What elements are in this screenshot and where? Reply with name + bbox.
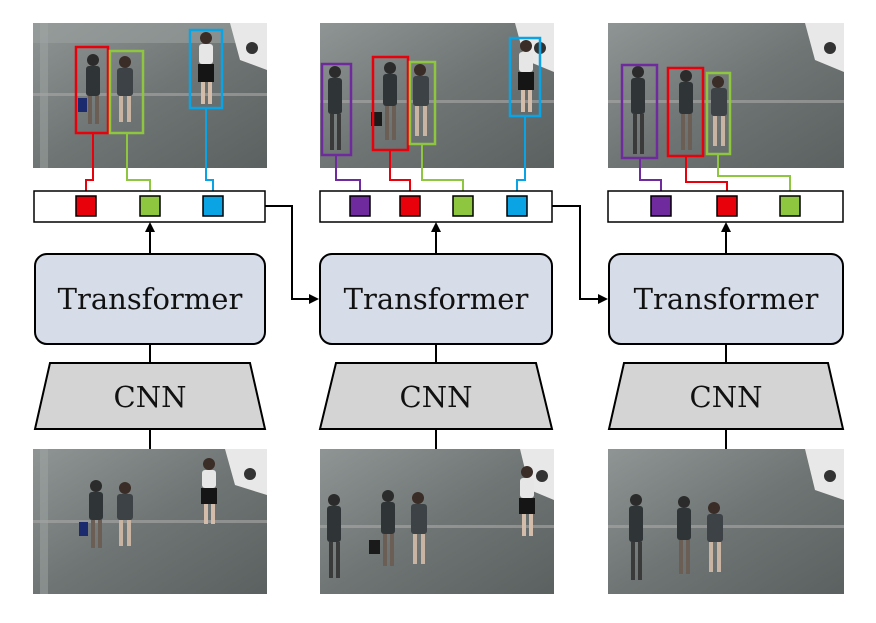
input-frame-1 — [33, 449, 267, 594]
transformer-label: Transformer — [634, 282, 819, 316]
connector-green — [421, 144, 464, 196]
cnn-label: CNN — [400, 380, 473, 414]
connector-purple — [335, 155, 361, 196]
purple-query-square — [349, 195, 371, 217]
transformer-label: Transformer — [344, 282, 529, 316]
cnn-label: CNN — [690, 380, 763, 414]
output-frame-2 — [320, 23, 554, 168]
output-frame-3 — [608, 23, 844, 168]
transformer-label: Transformer — [58, 282, 243, 316]
propagation-arrow-2 — [552, 205, 608, 304]
output-frame-1 — [33, 23, 267, 168]
cnn-block-3 — [607, 362, 845, 430]
blue-query-square — [202, 195, 224, 217]
person-figure — [117, 56, 133, 122]
column-3: Transformer CNN — [607, 23, 845, 594]
connector-purple — [639, 158, 662, 196]
cnn-block-1 — [33, 362, 267, 430]
purple-query-square — [650, 195, 672, 217]
person-figure — [198, 32, 214, 104]
input-frame-3 — [608, 449, 844, 594]
person-figure — [78, 54, 100, 124]
connector-green — [717, 154, 791, 196]
blue-query-square — [506, 195, 528, 217]
connector-blue — [516, 116, 526, 196]
red-query-square — [399, 195, 421, 217]
green-query-square — [452, 195, 474, 217]
connector-blue — [205, 108, 214, 196]
column-2: Transformer CNN — [318, 23, 554, 594]
cnn-label: CNN — [114, 380, 187, 414]
connector-red — [685, 156, 728, 196]
propagation-arrow-1 — [265, 205, 319, 304]
connector-red — [85, 133, 94, 196]
red-query-square — [75, 195, 97, 217]
connector-red — [389, 150, 411, 196]
cnn-block-2 — [318, 362, 554, 430]
green-query-square — [139, 195, 161, 217]
input-frame-2 — [320, 449, 554, 594]
column-1: Transformer CNN — [33, 23, 267, 594]
connector-green — [126, 133, 151, 196]
red-query-square — [716, 195, 738, 217]
green-query-square — [779, 195, 801, 217]
